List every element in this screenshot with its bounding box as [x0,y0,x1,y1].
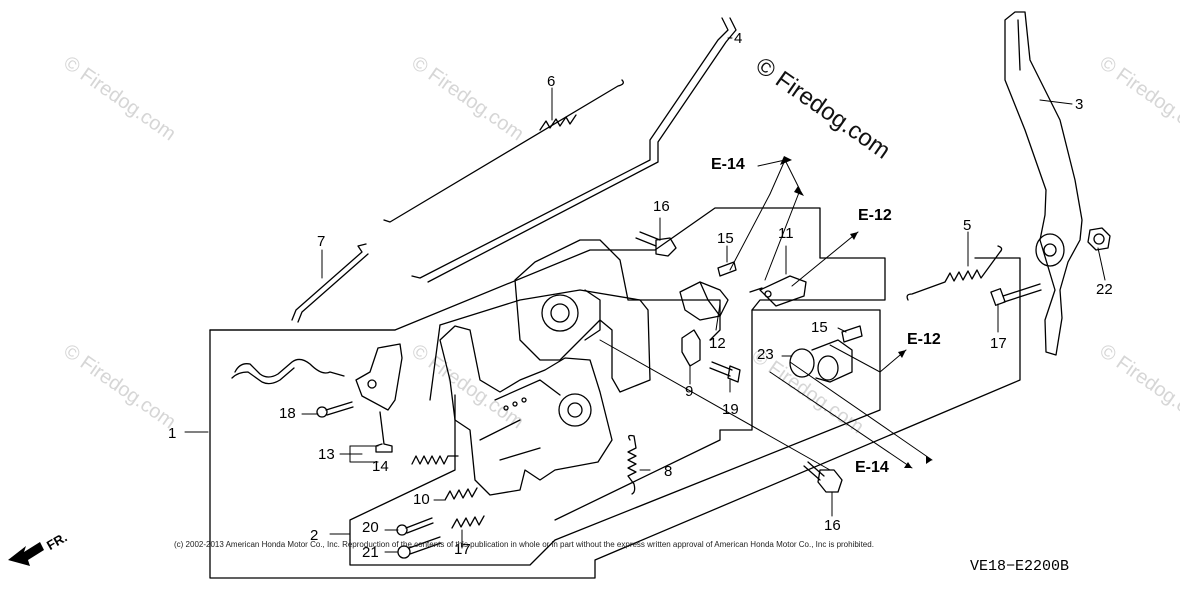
bolt-18 [316,401,354,418]
callout-4: 4 [734,30,743,47]
spring-8 [627,434,637,495]
callout-16-bottom: 16 [824,517,841,534]
spring-10 [444,487,478,501]
ref-e12-right[interactable]: E-12 [907,331,941,348]
callout-13: 13 [318,446,335,463]
clamp-9 [681,329,701,367]
ref-arrows-e14-top [729,159,801,281]
callout-19: 19 [722,401,739,418]
rod-7 [291,243,367,321]
spring-17-left [451,515,485,529]
callout-21: 21 [362,544,379,561]
callout-9: 9 [685,383,694,400]
callout-8: 8 [664,463,673,480]
stop-switch-13 [231,343,403,453]
callout-3: 3 [1075,96,1084,113]
callout-14-left: 14 [372,458,389,475]
bolt-15-right [841,325,863,343]
spring-14 [411,455,459,465]
callout-11: 11 [778,225,794,242]
screw-20 [396,517,434,536]
subgroup-outline [349,309,881,566]
callout-1: 1 [168,425,177,442]
lever-3 [1004,11,1083,356]
ref-e14-top[interactable]: E-14 [711,156,745,173]
spring-5 [906,245,1003,301]
callout-15-top: 15 [717,230,734,247]
nut-22 [1087,227,1111,251]
callout-18: 18 [279,405,296,422]
callout-15-right: 15 [811,319,828,336]
callout-20: 20 [362,519,379,536]
group-outline [209,257,1021,579]
bolt-15-top [717,261,737,277]
direction-arrow [8,542,44,566]
rod-4 [411,17,729,279]
leader-lines [184,37,1106,553]
callout-7: 7 [317,233,326,250]
part-11 [749,275,807,307]
callout-23: 23 [757,346,774,363]
callout-6: 6 [547,73,556,90]
rod-6 [383,79,624,223]
ref-arrow-e12-top [791,231,859,287]
spring-6 [539,114,577,131]
callout-12: 12 [709,335,726,352]
callout-17-right: 17 [990,335,1007,352]
ref-e14-bottom[interactable]: E-14 [855,459,889,476]
copyright-notice: (c) 2002-2013 American Honda Motor Co., … [174,540,874,549]
holder-12 [679,281,729,321]
ref-e12-top[interactable]: E-12 [858,207,892,224]
part-23 [789,339,853,383]
ref-arrows-e14-bottom [769,361,933,469]
callout-10: 10 [413,491,430,508]
diagram-code: VE18−E2200B [970,558,1070,575]
bolt-17-right [990,283,1042,306]
control-base [439,239,651,496]
callout-2: 2 [310,527,319,544]
callout-22: 22 [1096,281,1113,298]
bolt-16-bottom [803,461,843,493]
ref-arrow-e12-right [829,344,907,373]
bolt-19 [709,361,741,383]
callout-5: 5 [963,217,972,234]
bolt-16-top [635,231,677,257]
callout-17-left: 17 [454,541,471,558]
callout-16-top: 16 [653,198,670,215]
